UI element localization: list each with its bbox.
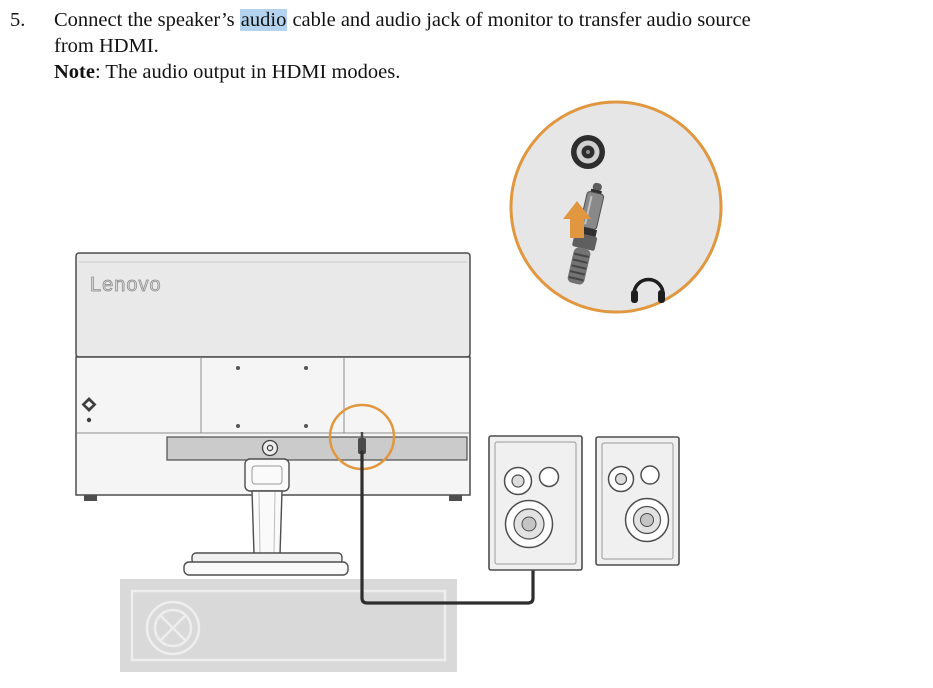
vesa-mount-lines <box>77 358 469 434</box>
joystick-icon <box>81 397 97 423</box>
stand-neck <box>251 490 283 555</box>
speaker-right <box>595 436 680 566</box>
step-text: Connect the speaker’s audio cable and au… <box>54 7 751 59</box>
speaker-right-port <box>640 465 660 485</box>
step-body: Connect the speaker’s audio cable and au… <box>54 7 751 85</box>
note-body: : The audio output in HDMI modoes. <box>94 61 401 83</box>
audio-port <box>571 135 605 169</box>
fan-crossed-icon <box>145 600 201 656</box>
up-arrow-icon <box>563 201 591 238</box>
step-text-after-highlight: cable and audio jack of monitor to trans… <box>287 9 751 31</box>
note: Note: The audio output in HDMI modoes. <box>54 59 751 85</box>
monitor-foot-right <box>449 495 462 501</box>
speaker-left-port <box>538 466 560 488</box>
speaker-left <box>488 435 583 571</box>
soundbar-grayed-out <box>120 579 457 672</box>
soundbar-inner-outline <box>130 589 447 662</box>
audio-plug-3-5mm <box>567 182 605 285</box>
headphones-icon <box>631 277 665 303</box>
audio-jack-inset <box>509 100 723 314</box>
inset-circle <box>509 100 723 314</box>
highlighted-word: audio <box>239 9 288 31</box>
stand-hinge-inner <box>251 465 283 485</box>
lenovo-logo: Lenovo <box>90 274 162 296</box>
step-text-line2: from HDMI. <box>54 35 159 57</box>
monitor-upper-panel <box>75 252 471 358</box>
connector-panel <box>166 436 468 461</box>
note-label: Note <box>54 61 95 83</box>
stand-base-bottom <box>183 561 349 576</box>
instruction-step-5: 5. Connect the speaker’s audio cable and… <box>10 7 751 85</box>
vesa-screws <box>236 366 308 428</box>
audio-plug-inserted <box>358 438 366 454</box>
monitor-rear-view: Lenovo <box>75 252 471 501</box>
step-text-before-highlight: Connect the speaker’s <box>54 9 240 31</box>
monitor-foot-left <box>84 495 97 501</box>
monitor-stand <box>183 458 349 576</box>
plug-ribs <box>568 252 590 282</box>
audio-cable <box>360 450 535 605</box>
power-port <box>261 439 279 457</box>
step-number: 5. <box>10 9 26 31</box>
